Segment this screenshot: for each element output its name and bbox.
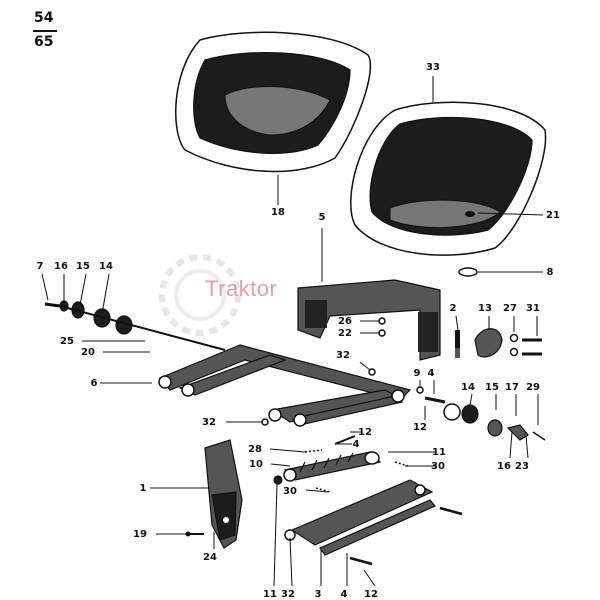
- watermark-text: Traktor: [205, 276, 278, 301]
- callout-c30a: 30: [431, 461, 445, 472]
- callout-c13: 13: [478, 303, 492, 314]
- leader-line-c21: [477, 212, 544, 216]
- callout-c3: 3: [315, 589, 322, 600]
- callout-c28: 28: [248, 444, 262, 455]
- page-code-top: 54: [34, 10, 54, 26]
- callout-c17: 17: [505, 382, 519, 393]
- leader-line-c7: [41, 273, 49, 301]
- part-8-washer: [458, 267, 478, 277]
- callout-c32c: 32: [281, 589, 295, 600]
- part-33-seat-cushion: [350, 101, 547, 256]
- page-code-bottom: 65: [34, 34, 54, 50]
- callout-c30b: 30: [283, 486, 297, 497]
- leader-line-c30b: [305, 489, 329, 493]
- leader-line-c2: [455, 315, 459, 331]
- right-hardware: [416, 328, 546, 441]
- part-18-seat-pan: [175, 31, 372, 173]
- leader-line-c10: [270, 463, 291, 467]
- callout-c21: 21: [546, 210, 560, 221]
- callout-c32a: 32: [336, 350, 350, 361]
- leader-line-c32a: [359, 361, 371, 371]
- callout-c11a: 11: [432, 447, 446, 458]
- callout-c32b: 32: [202, 417, 216, 428]
- callout-c14b: 14: [461, 382, 475, 393]
- callout-c8: 8: [547, 267, 554, 278]
- left-hardware: [44, 300, 226, 351]
- callout-c10: 10: [249, 459, 263, 470]
- callout-c12a: 12: [413, 422, 427, 433]
- callout-c26: 26: [338, 316, 352, 327]
- callout-c25: 25: [60, 336, 74, 347]
- callout-c14a: 14: [99, 261, 113, 272]
- leader-line-c14a: [101, 273, 110, 315]
- callout-c7: 7: [37, 261, 44, 272]
- callout-c18: 18: [271, 207, 285, 218]
- callout-c5: 5: [319, 212, 326, 223]
- leader-line-c12c: [363, 569, 376, 587]
- part-5-bracket: [297, 279, 441, 361]
- watermark-gear-icon: [159, 254, 241, 336]
- callout-c9: 9: [414, 368, 421, 379]
- callout-c20: 20: [81, 347, 95, 358]
- callout-c27: 27: [503, 303, 517, 314]
- callout-c23: 23: [515, 461, 529, 472]
- leader-line-c15a: [79, 273, 87, 306]
- callout-c19: 19: [133, 529, 147, 540]
- callout-c11b: 11: [263, 589, 277, 600]
- part-10-spring: [273, 451, 382, 485]
- callout-c31: 31: [526, 303, 540, 314]
- callout-c33: 33: [426, 62, 440, 73]
- callout-c16a: 16: [54, 261, 68, 272]
- leader-line-c11b: [273, 483, 278, 587]
- callout-c1: 1: [140, 483, 147, 494]
- leader-lines: [41, 76, 544, 587]
- callout-c16b: 16: [497, 461, 511, 472]
- callout-c12c: 12: [364, 589, 378, 600]
- callout-c2: 2: [450, 303, 457, 314]
- small-pins: [261, 317, 409, 493]
- callout-c22: 22: [338, 328, 352, 339]
- callout-c4c: 4: [341, 589, 348, 600]
- callout-c6: 6: [91, 378, 98, 389]
- leader-line-c14b: [469, 393, 473, 406]
- leader-line-c28: [269, 448, 306, 453]
- callout-c4a: 4: [428, 368, 435, 379]
- leader-line-c32c: [289, 537, 293, 587]
- leader-line-c16b: [509, 431, 513, 459]
- callout-c12b: 12: [358, 427, 372, 438]
- callout-c15b: 15: [485, 382, 499, 393]
- callout-c15a: 15: [76, 261, 90, 272]
- callout-c4b: 4: [353, 439, 360, 450]
- part-6-frame: [158, 344, 412, 427]
- callout-c29: 29: [526, 382, 540, 393]
- part-3-lower-frame: [284, 479, 463, 566]
- part-1-lever: [185, 439, 243, 549]
- callout-c24: 24: [203, 552, 217, 563]
- page-code-divider: [33, 30, 57, 32]
- leader-line-c23: [525, 435, 529, 459]
